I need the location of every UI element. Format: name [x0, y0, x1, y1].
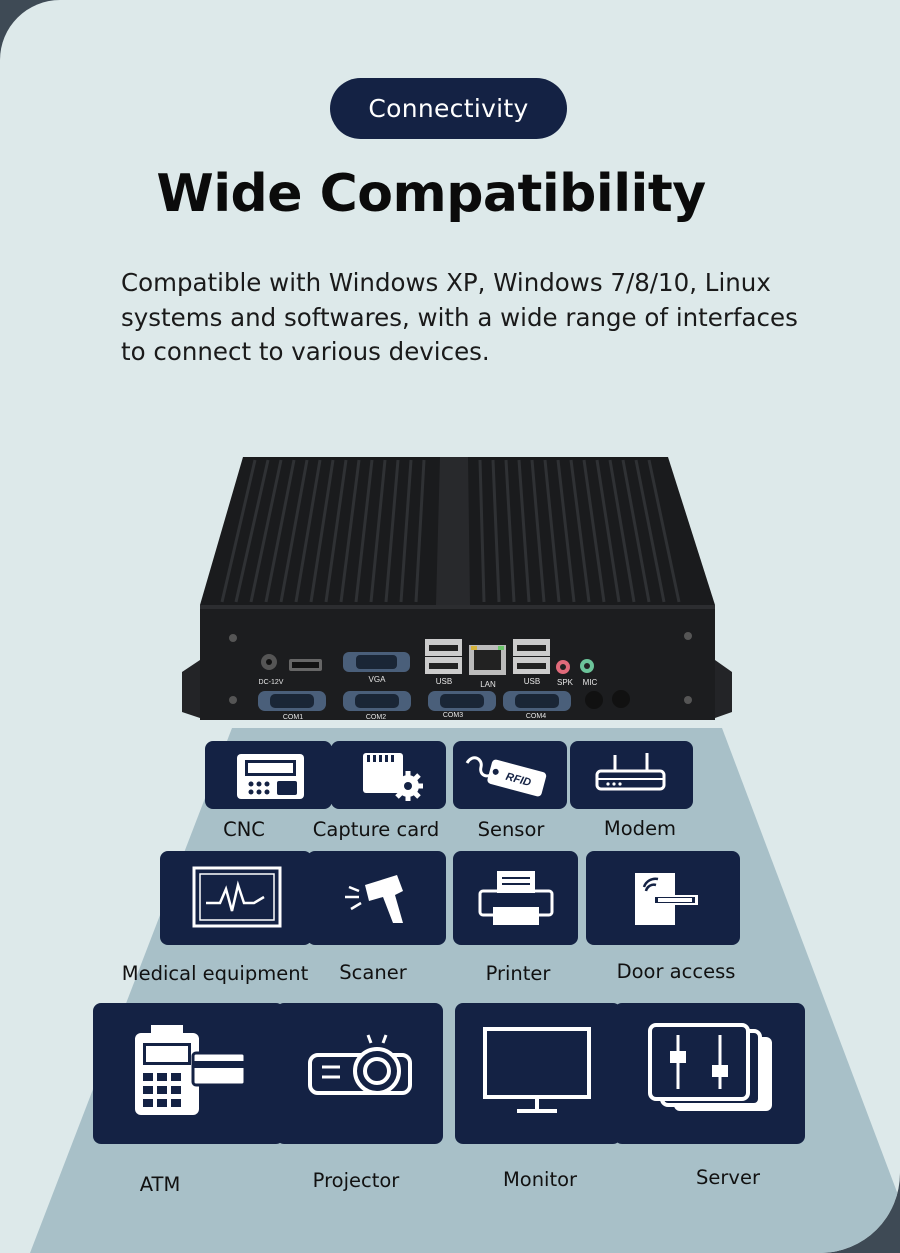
- device-label-medical-equipment: Medical equipment: [121, 962, 309, 985]
- usb1-port-label: USB: [436, 677, 452, 686]
- mic-port-label: MIC: [583, 678, 598, 687]
- dc-port-label: DC-12V: [259, 679, 284, 686]
- monitor-icon: [483, 1027, 591, 1113]
- device-label-cnc: CNC: [223, 818, 265, 841]
- cnc-tile: [205, 741, 332, 809]
- device-label-scaner: Scaner: [339, 961, 407, 984]
- usb2-port-label: USB: [524, 677, 540, 686]
- com3-port-label: COM3: [443, 712, 463, 719]
- device-label-atm: ATM: [139, 1173, 181, 1196]
- scanner-icon: [345, 875, 403, 923]
- rfid-sensor-icon: RFID: [465, 756, 547, 797]
- medical-monitor-icon: [192, 866, 282, 928]
- monitor-tile: [455, 1003, 621, 1144]
- com4-port-label: COM4: [526, 713, 546, 720]
- spk-port-label: SPK: [557, 678, 574, 687]
- vga-port-label: VGA: [369, 675, 387, 684]
- printer-icon: [478, 871, 554, 925]
- mini-pc-image: DC-12V VGA USB LAN USB SPK MIC COM1 COM2…: [182, 457, 732, 721]
- capture-card-icon: [363, 753, 423, 801]
- door-access-icon: [635, 873, 698, 925]
- device-label-modem: Modem: [603, 817, 677, 840]
- scanner-tile: [307, 851, 446, 945]
- device-label-server: Server: [696, 1166, 760, 1189]
- page-title: Wide Compatibility: [156, 164, 706, 224]
- projector-tile: [276, 1003, 443, 1144]
- door-access-tile: [586, 851, 740, 945]
- com1-port-label: COM1: [283, 714, 303, 721]
- page-description: Compatible with Windows XP, Windows 7/8/…: [121, 268, 798, 366]
- device-label-door-access: Door access: [616, 960, 736, 983]
- printer-tile: [453, 851, 578, 945]
- sensor-tile: RFID: [453, 741, 567, 809]
- atm-icon: [135, 1025, 247, 1115]
- com2-port-label: COM2: [366, 714, 386, 721]
- device-label-sensor: Sensor: [477, 818, 545, 841]
- medical-equipment-tile: [160, 851, 312, 945]
- device-label-capture-card: Capture card: [312, 818, 440, 841]
- projector-icon: [308, 1034, 412, 1095]
- server-tile: [614, 1003, 805, 1144]
- cnc-icon: [237, 754, 304, 799]
- device-label-monitor: Monitor: [502, 1168, 578, 1191]
- lan-port-label: LAN: [480, 680, 496, 689]
- device-label-printer: Printer: [485, 962, 551, 985]
- device-label-projector: Projector: [312, 1169, 400, 1192]
- connectivity-badge: Connectivity: [330, 78, 567, 139]
- capture-card-tile: [331, 741, 446, 809]
- modem-icon: [595, 753, 666, 791]
- server-icon: [648, 1023, 772, 1111]
- atm-tile: [93, 1003, 284, 1144]
- modem-tile: [570, 741, 693, 809]
